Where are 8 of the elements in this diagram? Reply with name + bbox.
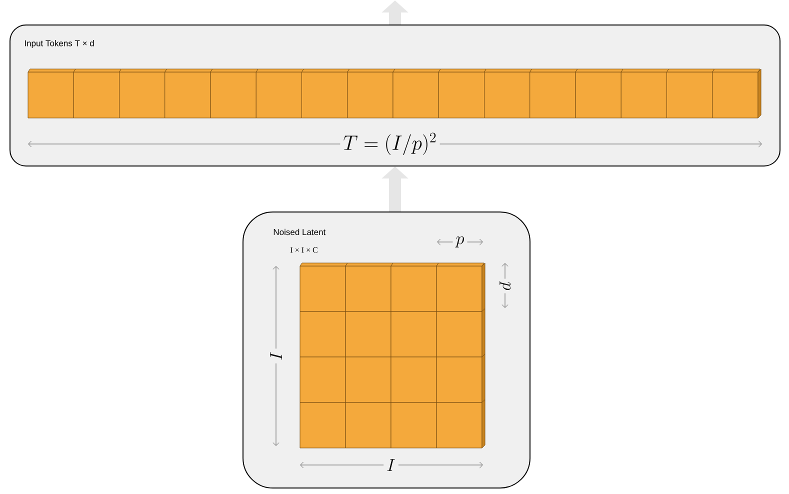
panel-title: I × I × C bbox=[290, 247, 318, 253]
panel-title: Input Tokens T × d bbox=[25, 40, 94, 48]
dimension-label: $I$ bbox=[384, 456, 398, 474]
dimension-label: $I$ bbox=[267, 348, 285, 364]
dimension-label: $p$ bbox=[452, 234, 468, 250]
panel-title: Noised Latent bbox=[274, 228, 326, 236]
dimension-label: $T = (I/p)^2$ bbox=[340, 130, 440, 158]
dimension-label: $p$ bbox=[496, 278, 514, 294]
